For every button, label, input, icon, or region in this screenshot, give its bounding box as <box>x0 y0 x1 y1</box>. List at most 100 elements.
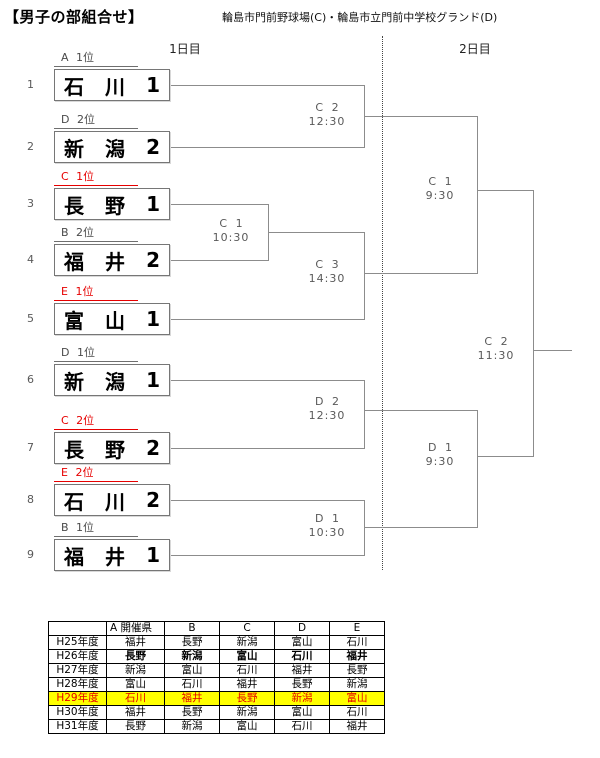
team-name-char: 井 <box>105 249 126 274</box>
prefecture-cell: 長野 <box>164 705 220 720</box>
match-winner-line <box>364 116 477 117</box>
team-name-char: 潟 <box>105 136 126 161</box>
prefecture-cell: 福井 <box>164 691 220 706</box>
team-name-char: 石 <box>64 74 84 99</box>
day1-column-header: 1日目 <box>169 42 201 56</box>
team-line <box>170 380 364 381</box>
prefecture-cell: 新潟 <box>219 705 275 720</box>
team-name-char: 福 <box>64 249 84 274</box>
match-time: 11:30 <box>477 349 515 362</box>
seed-number: 7 <box>27 441 34 454</box>
team-seed-digit: 1 <box>146 73 160 97</box>
seed-source-label: D 2位 <box>54 112 138 129</box>
prefecture-cell: 石川 <box>274 649 330 664</box>
match-code: C 1 <box>428 175 452 188</box>
prefecture-cell: 石川 <box>164 677 220 692</box>
prefecture-cell: 長野 <box>106 719 165 734</box>
history-row: H29年度石川福井長野新潟富山 <box>48 691 385 706</box>
team-name-char: 潟 <box>105 369 126 394</box>
team-line <box>170 204 268 205</box>
seed-number: 8 <box>27 493 34 506</box>
team-name-char: 福 <box>64 544 84 569</box>
seed-number: 1 <box>27 78 34 91</box>
seed-number: 2 <box>27 140 34 153</box>
prefecture-cell: 新潟 <box>274 691 330 706</box>
match-code: C 2 <box>315 101 339 114</box>
team-seed-digit: 2 <box>146 488 160 512</box>
prefecture-cell: 富山 <box>164 663 220 678</box>
venues-note: 輪島市門前野球場(C)・輪島市立門前中学校グランド(D) <box>222 11 498 24</box>
team-name-char: 長 <box>64 437 84 462</box>
team-name-char: 長 <box>64 193 84 218</box>
match-connector-vertical <box>364 232 365 320</box>
match-code: C 3 <box>315 258 339 271</box>
prefecture-cell: 長野 <box>329 663 385 678</box>
match-time: 10:30 <box>308 526 346 539</box>
seed-number: 4 <box>27 253 34 266</box>
year-cell: H30年度 <box>48 705 107 720</box>
seed-source-label: D 1位 <box>54 345 138 362</box>
prefecture-cell: 新潟 <box>164 649 220 664</box>
column-header: E <box>329 621 385 636</box>
prefecture-cell: 福井 <box>106 635 165 650</box>
match-connector-vertical <box>533 190 534 457</box>
column-header <box>48 621 107 636</box>
seed-number: 3 <box>27 197 34 210</box>
year-cell: H28年度 <box>48 677 107 692</box>
prefecture-cell: 長野 <box>164 635 220 650</box>
seed-source-label: B 1位 <box>54 520 138 537</box>
team-name-char: 新 <box>64 136 84 161</box>
history-row: H30年度福井長野新潟富山石川 <box>48 705 385 720</box>
year-cell: H25年度 <box>48 635 107 650</box>
team-seed-digit: 1 <box>146 368 160 392</box>
seed-source-label: C 1位 <box>54 169 138 186</box>
prefecture-cell: 石川 <box>106 691 165 706</box>
match-time: 12:30 <box>308 115 346 128</box>
match-winner-line <box>477 456 533 457</box>
team-line <box>170 500 364 501</box>
seed-source-label: A 1位 <box>54 50 138 67</box>
team-name-char: 富 <box>64 308 84 333</box>
year-cell: H31年度 <box>48 719 107 734</box>
column-header: C <box>219 621 275 636</box>
team-seed-digit: 1 <box>146 192 160 216</box>
team-seed-digit: 2 <box>146 248 160 272</box>
day2-column-header: 2日目 <box>459 42 491 56</box>
team-seed-digit: 2 <box>146 135 160 159</box>
match-connector-vertical <box>477 116 478 274</box>
prefecture-cell: 長野 <box>219 691 275 706</box>
match-connector-vertical <box>477 410 478 528</box>
match-time: 10:30 <box>212 231 250 244</box>
prefecture-cell: 石川 <box>329 705 385 720</box>
prefecture-cell: 新潟 <box>329 677 385 692</box>
match-time: 14:30 <box>308 272 346 285</box>
prefecture-cell: 石川 <box>219 663 275 678</box>
seed-source-label: B 2位 <box>54 225 138 242</box>
team-name-char: 川 <box>105 489 126 514</box>
prefecture-cell: 福井 <box>274 663 330 678</box>
match-code: D 1 <box>315 512 339 525</box>
team-name-char: 井 <box>105 544 126 569</box>
seed-number: 9 <box>27 548 34 561</box>
prefecture-cell: 福井 <box>219 677 275 692</box>
team-line <box>170 85 364 86</box>
team-seed-digit: 2 <box>146 436 160 460</box>
team-seed-digit: 1 <box>146 307 160 331</box>
team-name-char: 新 <box>64 369 84 394</box>
team-name-char: 野 <box>105 437 126 462</box>
